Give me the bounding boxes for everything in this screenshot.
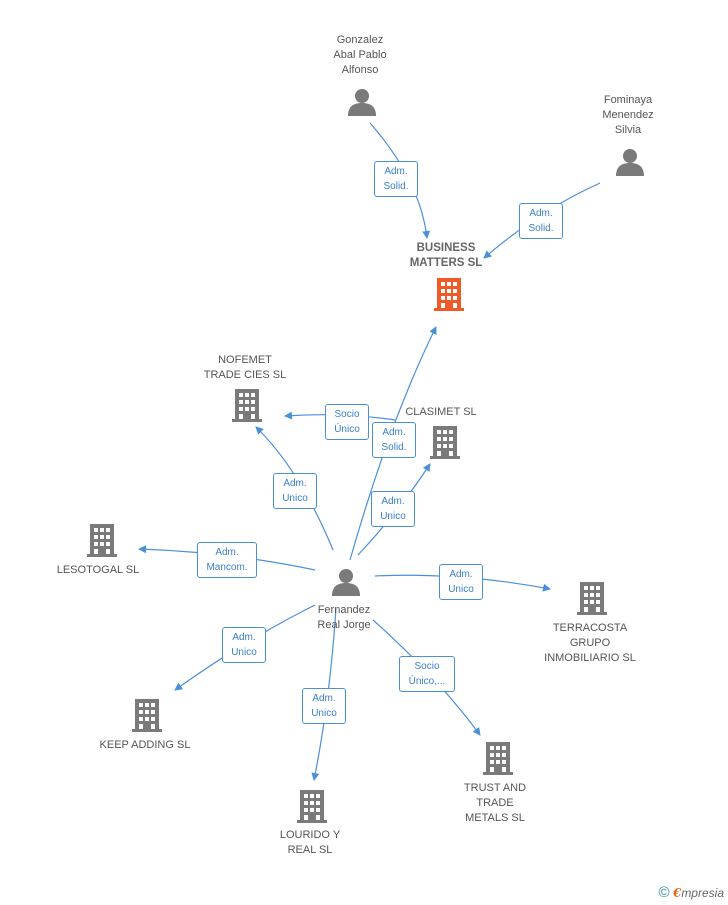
edge-label-gonzalez-business[interactable]: Adm. Solid. [374,161,418,197]
node-label-trust-trade[interactable]: TRUST AND TRADE METALS SL [463,782,527,824]
node-label-terracosta[interactable]: TERRACOSTA GRUPO INMOBILIARIO SL [544,622,636,664]
node-label-clasimet[interactable]: CLASIMET SL [405,406,477,418]
empresia-wordmark: mpresia [681,886,724,900]
edge-label-fernandez-nofemet-socio[interactable]: Socio Único [325,404,369,440]
node-label-business-matters[interactable]: BUSINESS MATTERS SL [409,242,483,269]
edge-label-fernandez-nofemet-adm[interactable]: Adm. Unico [273,473,317,509]
building-icon[interactable] [297,790,327,823]
building-icon[interactable] [577,582,607,615]
edge-label-fernandez-business[interactable]: Adm. Solid. [372,422,416,458]
node-label-lesotogal[interactable]: LESOTOGAL SL [56,564,140,576]
brand-footer: © €mpresia [659,884,724,901]
building-icon[interactable] [483,742,513,775]
building-icon[interactable] [232,389,262,422]
building-icon[interactable] [430,426,460,459]
building-icon[interactable] [132,699,162,732]
empresia-logo: € [672,886,682,900]
edge-label-fernandez-clasimet[interactable]: Adm. Unico [371,491,415,527]
edge-label-fominaya-business[interactable]: Adm. Solid. [519,203,563,239]
edge-label-fernandez-keep[interactable]: Adm. Unico [222,627,266,663]
edge-label-fernandez-lourido[interactable]: Adm. Unico [302,688,346,724]
node-label-keep-adding[interactable]: KEEP ADDING SL [99,739,191,751]
person-icon[interactable] [332,569,360,596]
node-label-gonzalez[interactable]: Gonzalez Abal Pablo Alfonso [333,34,387,76]
copyright-icon: © [658,884,670,901]
person-icon[interactable] [616,149,644,176]
edge-label-fernandez-lesotogal[interactable]: Adm. Mancom. [197,542,257,578]
edge-label-fernandez-terracosta[interactable]: Adm. Unico [439,564,483,600]
edge-label-fernandez-trust[interactable]: Socio Único,... [399,656,455,692]
node-label-fernandez[interactable]: Fernandez Real Jorge [317,604,371,631]
node-label-fominaya[interactable]: Fominaya Menendez Silvia [602,94,654,136]
person-icon[interactable] [348,89,376,116]
building-icon[interactable] [434,278,464,311]
node-label-nofemet[interactable]: NOFEMET TRADE CIES SL [203,354,287,381]
building-icon[interactable] [87,524,117,557]
node-label-lourido[interactable]: LOURIDO Y REAL SL [279,829,341,856]
